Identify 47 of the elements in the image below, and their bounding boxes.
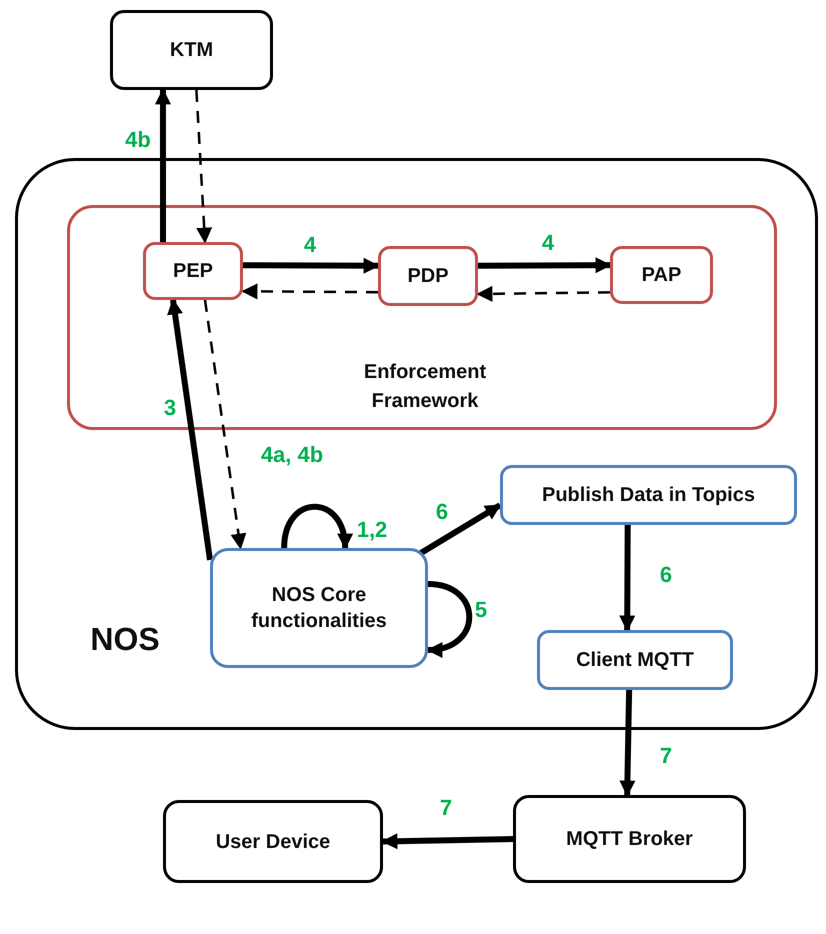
process-box: [513, 795, 746, 883]
edge-label: 1,2: [356, 517, 388, 543]
policy-box: [610, 246, 713, 304]
edge-label: 7: [440, 795, 452, 821]
edge-label: 3: [164, 395, 176, 421]
arrow: [167, 298, 213, 560]
node-label: PDP: [406, 264, 450, 289]
node-label: User Device: [214, 830, 332, 854]
node-label: Client MQTT: [575, 648, 695, 673]
node-label: Publish Data in Topics: [541, 483, 756, 508]
edge-label: 7: [660, 743, 672, 769]
group-label: NOS: [89, 620, 161, 659]
arrow: [426, 581, 472, 656]
node-label: MQTT Broker: [565, 827, 694, 852]
dashed-arrow: [204, 300, 246, 550]
arrow: [619, 524, 636, 632]
node-label: KTM: [168, 38, 214, 63]
node-label: PEP: [172, 259, 214, 284]
group-frame: [67, 205, 777, 430]
edge-label: 4: [304, 232, 316, 258]
arrow: [619, 690, 636, 797]
edge-label: 6: [436, 499, 448, 525]
process-box: [210, 548, 428, 668]
edge-label: 5: [474, 597, 488, 623]
policy-box: [143, 242, 243, 300]
arrow: [478, 257, 612, 274]
process-box: [537, 630, 733, 690]
edge-label: 4b: [125, 127, 151, 153]
process-box: [500, 465, 797, 525]
dashed-arrow: [476, 286, 610, 302]
arrow: [154, 88, 171, 242]
process-box: [163, 800, 383, 883]
group-frame: [15, 158, 818, 730]
group-label: Enforcement Framework: [362, 360, 488, 414]
edge-label: 6: [660, 562, 672, 588]
edge-label: 4a, 4b: [260, 442, 324, 468]
arrow: [242, 258, 380, 274]
edge-label: 4: [542, 230, 554, 256]
dashed-arrow: [241, 283, 378, 300]
policy-box: [378, 246, 478, 306]
dashed-arrow: [195, 90, 212, 244]
arrow: [281, 504, 352, 550]
arrow: [418, 502, 502, 557]
node-label: PAP: [640, 263, 682, 288]
node-label: NOS Core functionalities: [250, 583, 388, 634]
process-box: [110, 10, 273, 90]
arrow: [381, 833, 514, 850]
